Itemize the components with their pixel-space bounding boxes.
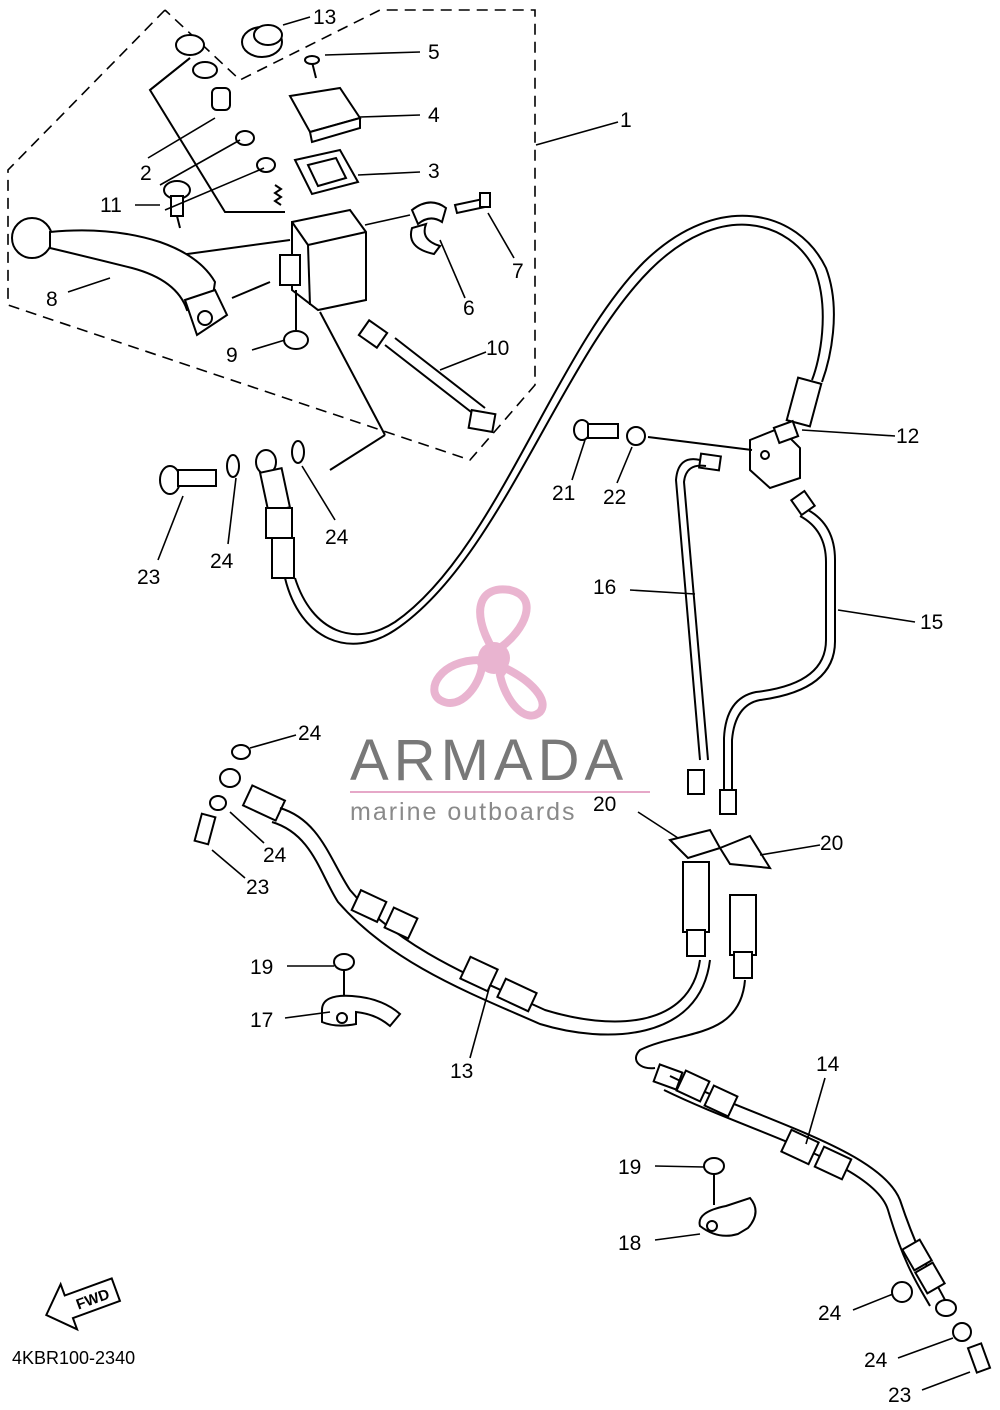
callout-19-a: 19 xyxy=(250,956,273,979)
callout-24-a: 24 xyxy=(325,526,349,549)
callout-4: 4 xyxy=(428,104,440,127)
callout-1: 1 xyxy=(620,109,632,132)
watermark-tagline: marine outboards xyxy=(350,798,577,826)
master-cylinder-group xyxy=(11,24,497,434)
fwd-arrow: FWD xyxy=(44,1277,122,1332)
callout-17: 17 xyxy=(250,1009,273,1032)
callout-20-a: 20 xyxy=(593,793,616,816)
callout-7: 7 xyxy=(512,260,524,283)
callout-11: 11 xyxy=(100,194,122,217)
lower-left-hose-14 xyxy=(193,744,757,1070)
callout-9: 9 xyxy=(226,344,238,367)
leader-lines xyxy=(67,16,971,1391)
lower-right-hose-14 xyxy=(652,1063,992,1374)
callout-22: 22 xyxy=(603,486,626,509)
callout-16: 16 xyxy=(593,576,616,599)
callout-14-b: 14 xyxy=(816,1053,840,1076)
callout-20-b: 20 xyxy=(820,832,843,855)
callout-24-d: 24 xyxy=(263,844,287,867)
bolt-7 xyxy=(453,192,491,215)
clips-20 xyxy=(668,828,772,870)
washer-24-b xyxy=(291,440,305,464)
boot-12 xyxy=(241,24,283,58)
union-bolt-23-upper xyxy=(159,465,217,495)
washer-22 xyxy=(626,426,646,446)
reservoir-cap-4 xyxy=(288,86,362,144)
callouts: 13 5 4 1 3 2 11 7 8 6 9 10 12 21 22 24 2… xyxy=(46,6,943,1407)
assembly-boundary xyxy=(7,9,536,461)
callout-14-a: 13 xyxy=(450,1060,473,1083)
callout-12: 13 xyxy=(313,6,336,29)
holder-6 xyxy=(410,201,448,256)
master-cylinder-body xyxy=(279,208,367,312)
diaphragm-3 xyxy=(293,148,360,196)
callout-21: 21 xyxy=(552,482,575,505)
watermark: ARMADA marine outboards xyxy=(350,585,650,826)
callout-24-c: 24 xyxy=(298,722,322,745)
callout-13: 12 xyxy=(896,425,919,448)
pivot-bolt-11 xyxy=(163,180,191,229)
diagram-code: 4KBR100-2340 xyxy=(12,1348,135,1368)
brake-joint-13 xyxy=(749,419,801,490)
lever-8 xyxy=(11,217,229,337)
callout-23-b: 23 xyxy=(246,876,269,899)
callout-24-f: 24 xyxy=(864,1349,888,1372)
propeller-blade xyxy=(430,655,487,707)
piston-boot xyxy=(175,34,283,206)
screw-5 xyxy=(304,55,320,79)
callout-2: 2 xyxy=(140,162,152,185)
callout-24-e: 24 xyxy=(818,1302,842,1325)
callout-23-c: 23 xyxy=(888,1384,911,1407)
holder-18 xyxy=(698,1157,757,1237)
callout-6: 6 xyxy=(463,297,475,320)
propeller-blade xyxy=(476,585,531,652)
brake-pipes xyxy=(674,452,837,815)
callout-19-b: 19 xyxy=(618,1156,641,1179)
callout-23-a: 23 xyxy=(137,566,160,589)
callout-10: 10 xyxy=(486,337,509,360)
propeller-logo-icon xyxy=(430,585,547,720)
callout-18: 18 xyxy=(618,1232,641,1255)
callout-15: 15 xyxy=(920,611,943,634)
callout-8: 8 xyxy=(46,288,58,311)
propeller-hub xyxy=(478,642,510,674)
callout-5: 5 xyxy=(428,41,440,64)
bolt-21 xyxy=(573,419,619,441)
callout-24-b: 24 xyxy=(210,550,234,573)
callout-3: 3 xyxy=(428,160,440,183)
watermark-brand: ARMADA xyxy=(350,728,628,793)
propeller-blade xyxy=(495,662,547,720)
washer-24-a xyxy=(226,454,240,478)
upper-hose-group xyxy=(159,214,835,645)
holder-17 xyxy=(321,953,402,1028)
brake-switch-10 xyxy=(357,318,497,434)
